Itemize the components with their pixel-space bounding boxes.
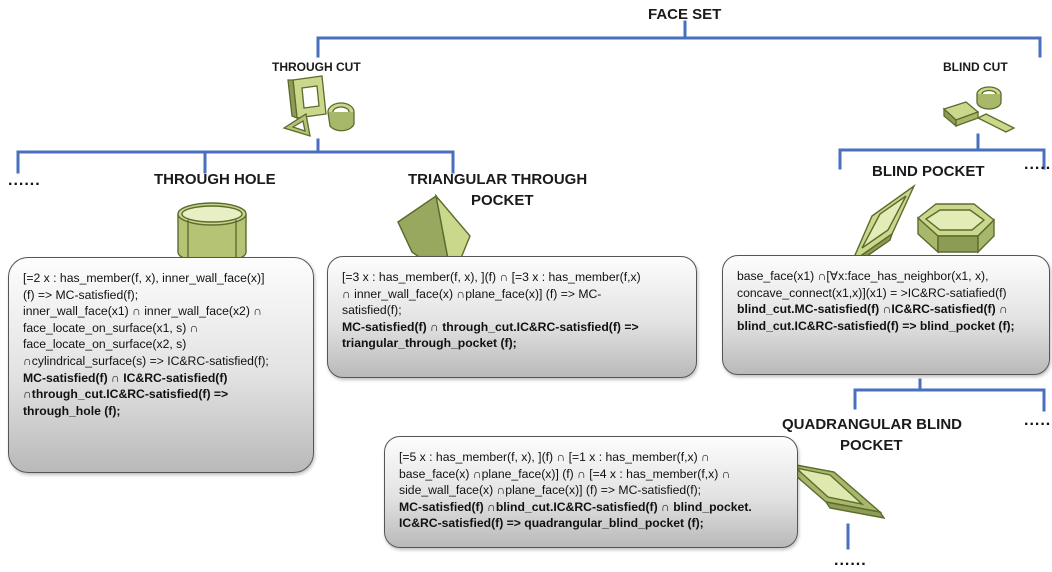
rule-line: base_face(x1) ∩[∀x:face_has_neighbor(x1,…: [737, 269, 989, 283]
triangular-through-pocket-rule-box: [=3 x : has_member(f, x), ](f) ∩ [=3 x :…: [327, 256, 697, 378]
rule-line: ∩cylindrical_surface(s) => IC&RC-satisfi…: [23, 353, 269, 368]
through-hole-label: THROUGH HOLE: [154, 171, 276, 188]
rule-line: base_face(x) ∩plane_face(x)] (f) ∩ [=4 x…: [399, 466, 731, 481]
through-hole-rule-box: [=2 x : has_member(f, x), inner_wall_fac…: [8, 257, 314, 473]
rule-line: side_wall_face(x) ∩plane_face(x)] (f) =>…: [399, 483, 702, 498]
rule-line: IC&RC-satisfied(f) => quadrangular_blind…: [399, 516, 704, 531]
rule-line: triangular_through_pocket (f);: [342, 336, 517, 351]
blind-pocket-shapes-icon: [848, 183, 996, 270]
rule-line: inner_wall_face(x1) ∩ inner_wall_face(x2…: [23, 304, 263, 319]
rule-line: [=3 x : has_member(f, x), ](f) ∩ [=3 x :…: [342, 270, 641, 284]
blind-pocket-label: BLIND POCKET: [872, 163, 985, 180]
root-connector: [316, 36, 1042, 58]
rule-line: concave_connect(x1,x)](x1) = >IC&RC-sati…: [737, 285, 1007, 300]
blind-cut-label: BLIND CUT: [943, 60, 1008, 74]
blind-pocket-connector: [853, 388, 1046, 412]
rule-line: [=2 x : has_member(f, x), inner_wall_fac…: [23, 271, 265, 285]
blind-cut-connector: [838, 148, 1046, 170]
rule-line: (f) => MC-satisfied(f);: [23, 287, 139, 302]
cylinder-hole-icon: [177, 202, 247, 264]
rule-line: MC-satisfied(f) ∩ IC&RC-satisfied(f): [23, 370, 228, 385]
rule-line: blind_cut.IC&RC-satisfied(f) => blind_po…: [737, 318, 1015, 333]
ellipsis-blind-cut: ......: [1024, 156, 1052, 173]
quadrangular-blind-pocket-label-line1: QUADRANGULAR BLIND: [782, 416, 962, 433]
rule-line: satisfied(f);: [342, 303, 402, 318]
rule-line: [=5 x : has_member(f, x), ](f) ∩ [=1 x :…: [399, 450, 710, 464]
through-cut-label: THROUGH CUT: [272, 60, 361, 74]
rule-line: ∩ inner_wall_face(x) ∩plane_face(x)] (f)…: [342, 286, 602, 301]
ellipsis-blind-pocket: ......: [1024, 412, 1052, 429]
rule-line: MC-satisfied(f) ∩blind_cut.IC&RC-satisfi…: [399, 499, 752, 514]
ellipsis-quad-pocket: ......: [834, 552, 867, 569]
rule-line: face_locate_on_surface(x2, s): [23, 337, 187, 352]
through-cut-shapes-icon: [282, 75, 355, 137]
rule-line: blind_cut.MC-satisfied(f) ∩IC&RC-satisfi…: [737, 302, 1008, 317]
quadrangular-blind-pocket-rule-box: [=5 x : has_member(f, x), ](f) ∩ [=1 x :…: [384, 436, 798, 548]
triangular-through-pocket-label-line1: TRIANGULAR THROUGH: [408, 171, 588, 188]
rule-line: face_locate_on_surface(x1, s) ∩: [23, 320, 199, 335]
rule-line: ∩through_cut.IC&RC-satisfied(f) =>: [23, 387, 229, 402]
blind-cut-shapes-icon: [942, 86, 1016, 133]
quad-pocket-icon: [777, 460, 886, 519]
rule-line: MC-satisfied(f) ∩ through_cut.IC&RC-sati…: [342, 319, 639, 334]
root-label: FACE SET: [648, 6, 722, 23]
through-cut-connector: [16, 150, 455, 174]
rule-line: through_hole (f);: [23, 403, 121, 418]
quadrangular-blind-pocket-label-line2: POCKET: [840, 437, 903, 454]
blind-pocket-rule-box: base_face(x1) ∩[∀x:face_has_neighbor(x1,…: [722, 255, 1050, 375]
triangular-through-pocket-label-line2: POCKET: [471, 192, 534, 209]
ellipsis-through-cut: ......: [8, 172, 41, 189]
